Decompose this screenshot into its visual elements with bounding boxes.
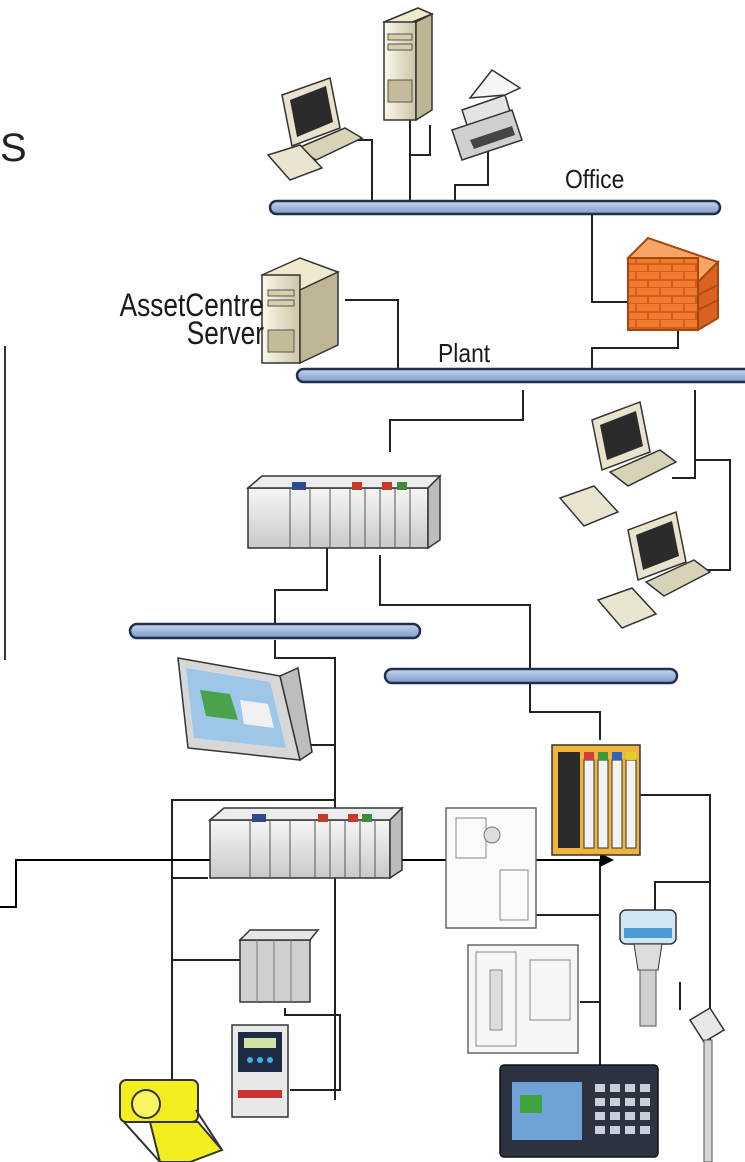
asset-server-label-line2: Server <box>186 314 264 351</box>
sensor-icon <box>619 909 677 1027</box>
desktop-computer-icon <box>266 77 364 181</box>
office-network-label: Office <box>565 164 625 194</box>
drive-icon <box>231 1024 289 1118</box>
flex-io-icon <box>238 929 320 1003</box>
operator-terminal-icon <box>499 1064 659 1158</box>
plc-rack-icon <box>245 474 442 550</box>
control-network-bus-upper <box>128 622 422 640</box>
firewall-icon <box>626 236 720 332</box>
office-network-bus <box>268 199 722 216</box>
asset-server-label: AssetCentre Server <box>100 287 264 351</box>
plant-network-label: Plant <box>438 338 491 368</box>
hmi-touch-panel-icon <box>177 657 313 762</box>
drive-module-icon <box>467 944 579 1054</box>
plant-network-bus <box>295 367 745 384</box>
drive-module-icon <box>445 807 537 929</box>
robot-arm-icon <box>119 1079 224 1162</box>
server-icon <box>260 257 340 365</box>
asset-server-label-line1: AssetCentre <box>119 287 264 323</box>
plc-rack-icon <box>207 806 404 880</box>
control-network-bus-lower <box>383 667 679 685</box>
desktop-computer-icon <box>558 400 678 527</box>
connection-lines <box>171 120 731 1130</box>
plc-rack-icon <box>551 744 641 856</box>
tower-server-icon <box>382 7 434 122</box>
sensor-icon <box>688 1006 726 1162</box>
left-edge-text-fragment: S <box>0 126 27 170</box>
printer-icon <box>451 69 523 161</box>
desktop-computer-icon <box>596 510 712 629</box>
